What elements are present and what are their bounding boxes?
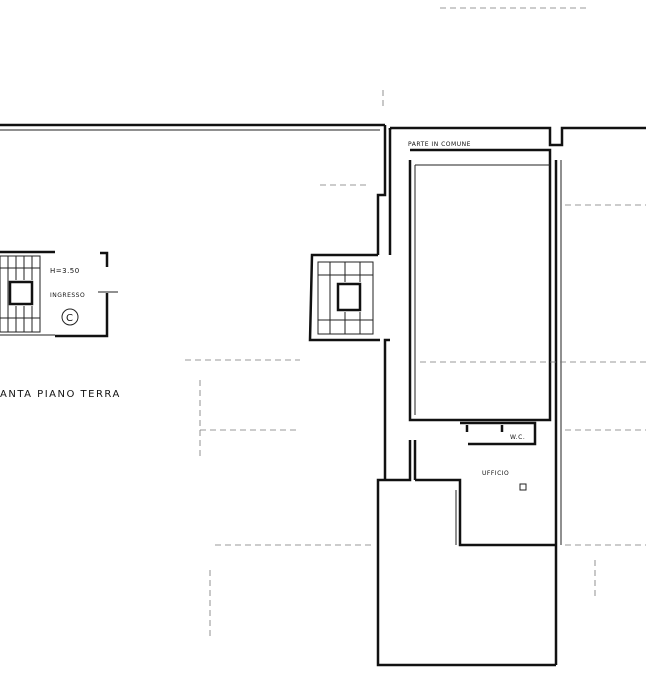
- reference-lines: [185, 184, 646, 640]
- left-entrance-unit: H=3.50 INGRESSO C: [0, 250, 118, 338]
- office-area: [376, 421, 556, 667]
- scan-marks: [382, 7, 590, 110]
- plan-title: ANTA PIANO TERRA: [0, 389, 121, 400]
- left-building-walls: [0, 123, 387, 255]
- wc-label: W.C.: [510, 434, 525, 441]
- common-area-label: PARTE IN COMUNE: [408, 141, 471, 148]
- left-staircase: [0, 255, 41, 333]
- office-label: UFFICIO: [482, 470, 509, 477]
- right-building-walls: [383, 126, 646, 665]
- height-label: H=3.50: [50, 267, 80, 275]
- fixture-square: [519, 483, 527, 491]
- unit-letter: C: [66, 313, 73, 324]
- entrance-label: INGRESSO: [50, 292, 85, 299]
- unit-marker-circle: [61, 308, 79, 326]
- central-staircase: [308, 253, 380, 342]
